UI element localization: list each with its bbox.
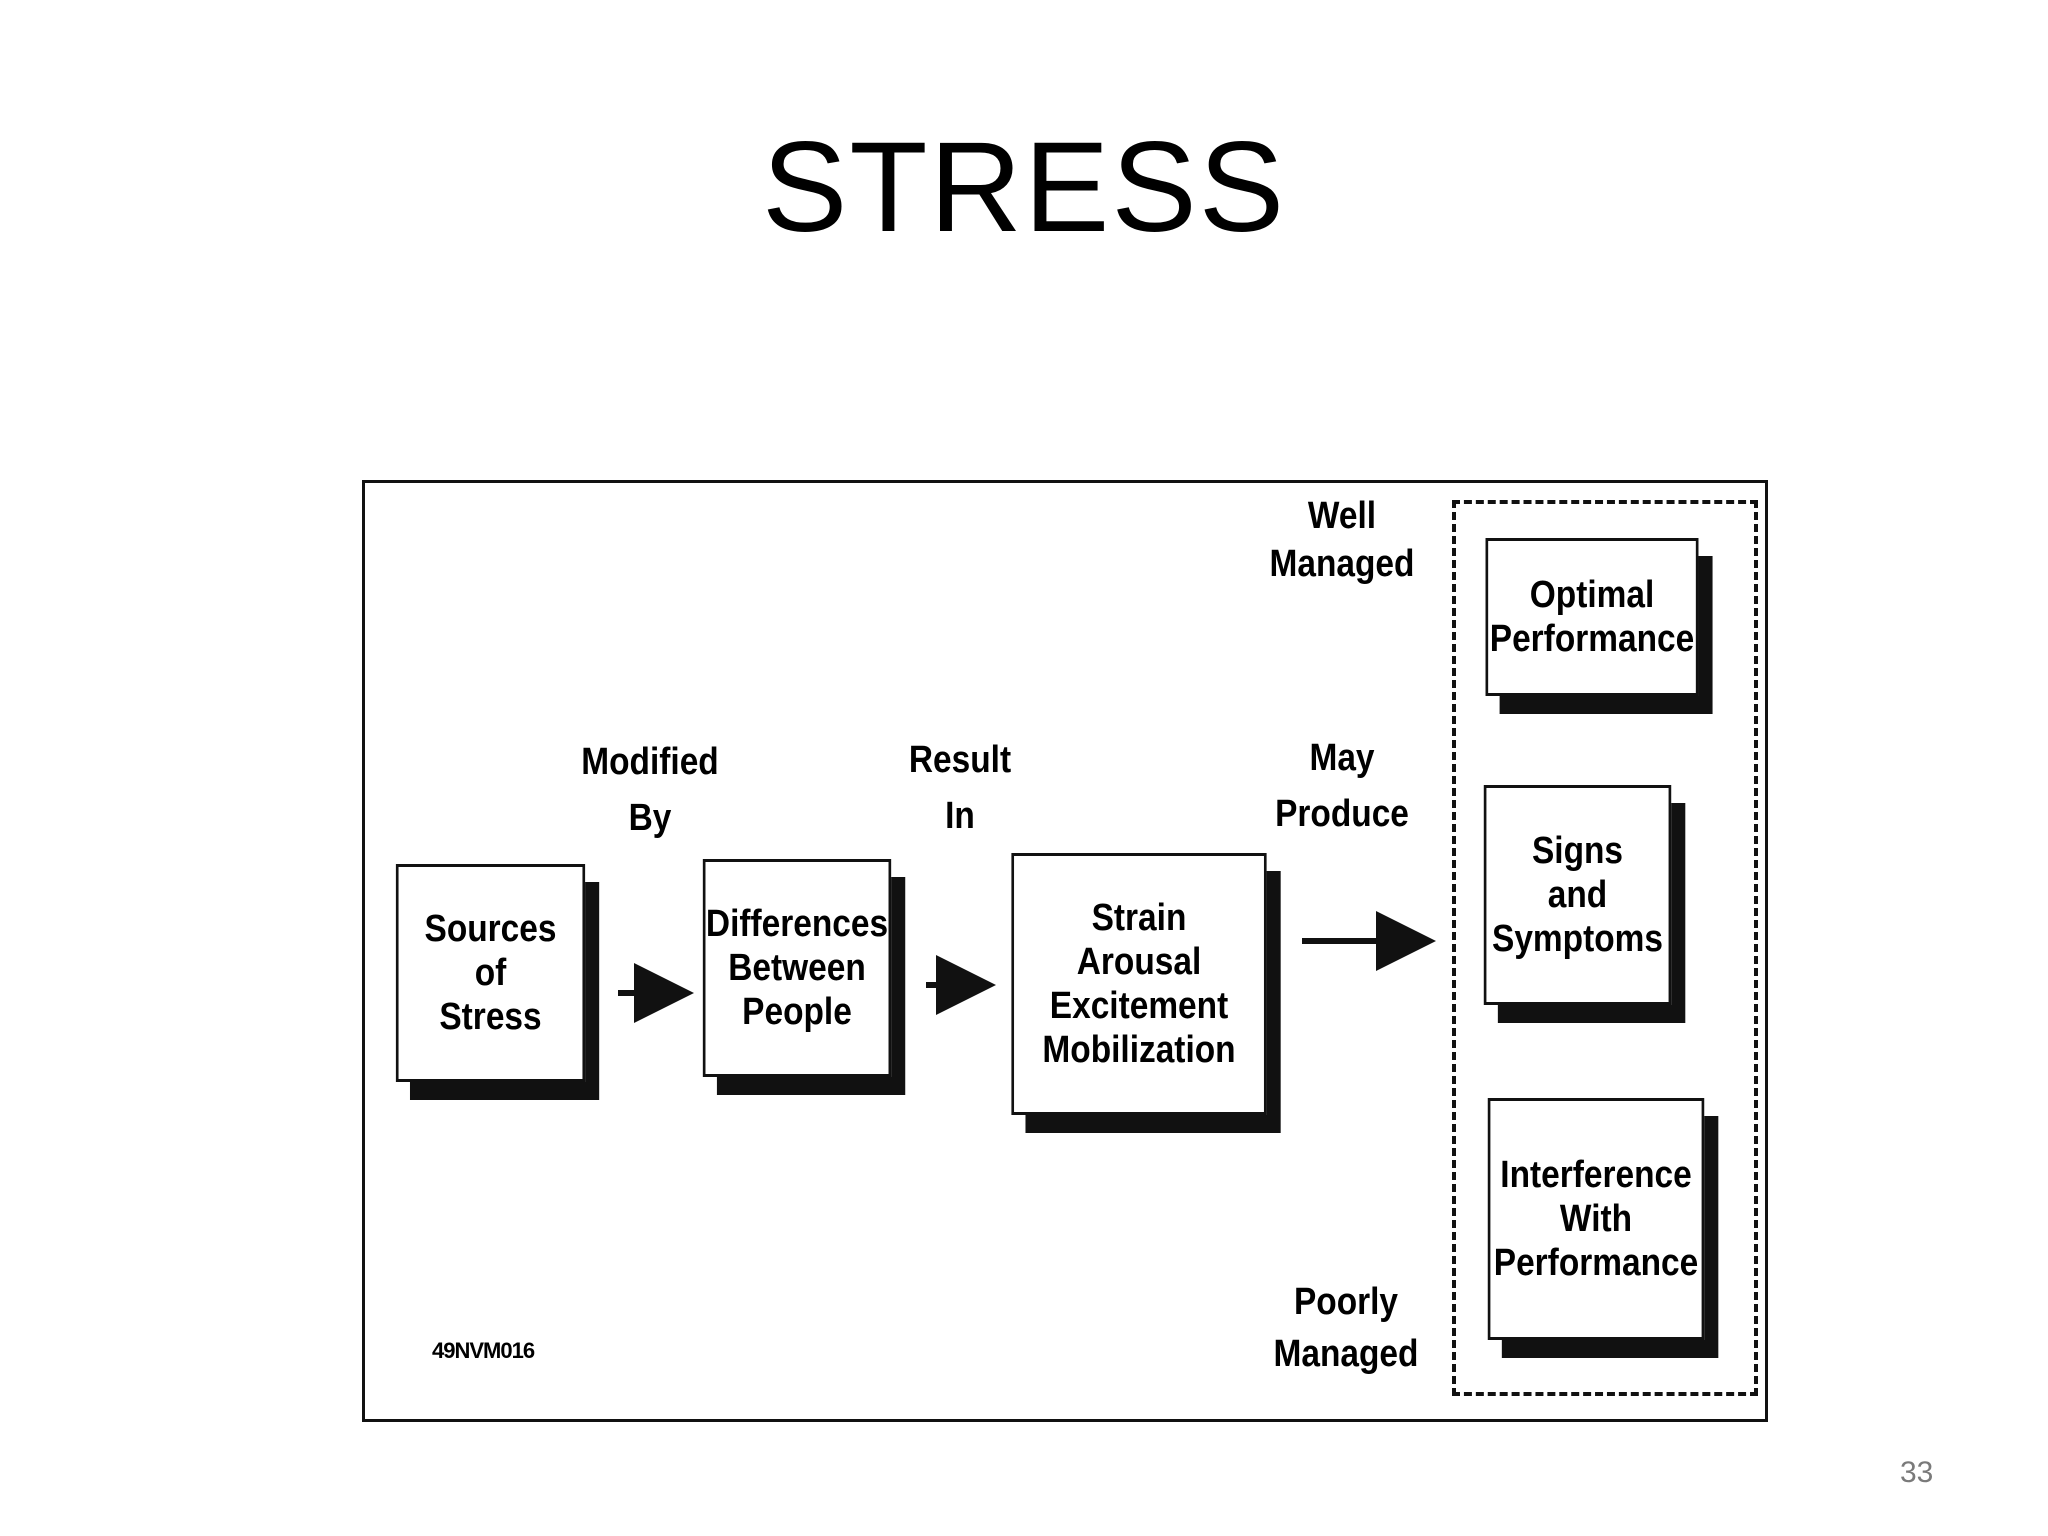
label-line: Modified [581, 741, 719, 783]
slide-title: STRESS [761, 116, 1287, 259]
node-interference-with-performance: Interference With Performance [1487, 1098, 1705, 1340]
label-line: May [1309, 737, 1375, 779]
label-line: Managed [1273, 1333, 1419, 1375]
node-line: Mobilization [1042, 1029, 1236, 1071]
node-line: Between [728, 947, 866, 989]
node-line: Stress [439, 996, 542, 1038]
label-line: Poorly [1293, 1281, 1399, 1323]
node-line: and [1547, 874, 1608, 916]
node-line: Performance [1489, 618, 1695, 660]
label-well-managed: Well Managed [1263, 492, 1421, 588]
node-line: Performance [1493, 1242, 1699, 1284]
node-line: Symptoms [1492, 918, 1663, 960]
figure-code: 49NVM016 [432, 1338, 535, 1363]
node-line: With [1559, 1198, 1633, 1240]
node-optimal-performance: Optimal Performance [1485, 538, 1699, 696]
outcomes-dashed-group [1452, 500, 1758, 1396]
node-line: Strain [1091, 897, 1187, 939]
diagram-frame [362, 480, 1768, 1422]
label-line: By [628, 797, 672, 839]
node-line: Optimal [1529, 574, 1655, 616]
label-line: Produce [1275, 793, 1409, 835]
node-line: Excitement [1049, 985, 1229, 1027]
label-poorly-managed: Poorly Managed [1267, 1276, 1425, 1380]
node-line: Interference [1500, 1154, 1692, 1196]
label-line: In [945, 795, 975, 837]
node-line: Signs [1531, 830, 1624, 872]
node-sources-of-stress: Sources of Stress [395, 864, 586, 1082]
node-line: Differences [705, 903, 889, 945]
node-strain-arousal: Strain Arousal Excitement Mobilization [1011, 853, 1267, 1115]
label-may-produce: May Produce [1272, 730, 1413, 842]
node-differences-between-people: Differences Between People [702, 859, 892, 1077]
node-line: Sources [424, 908, 557, 950]
label-result-in: Result In [890, 732, 1031, 844]
node-line: People [742, 991, 852, 1033]
page-number: 33 [1900, 1456, 1934, 1489]
node-signs-and-symptoms: Signs and Symptoms [1483, 785, 1672, 1005]
label-modified-by: Modified By [571, 734, 729, 846]
label-line: Result [908, 739, 1012, 781]
label-line: Well [1307, 495, 1377, 537]
node-line: of [474, 952, 507, 994]
label-line: Managed [1269, 543, 1415, 585]
node-line: Arousal [1076, 941, 1202, 983]
